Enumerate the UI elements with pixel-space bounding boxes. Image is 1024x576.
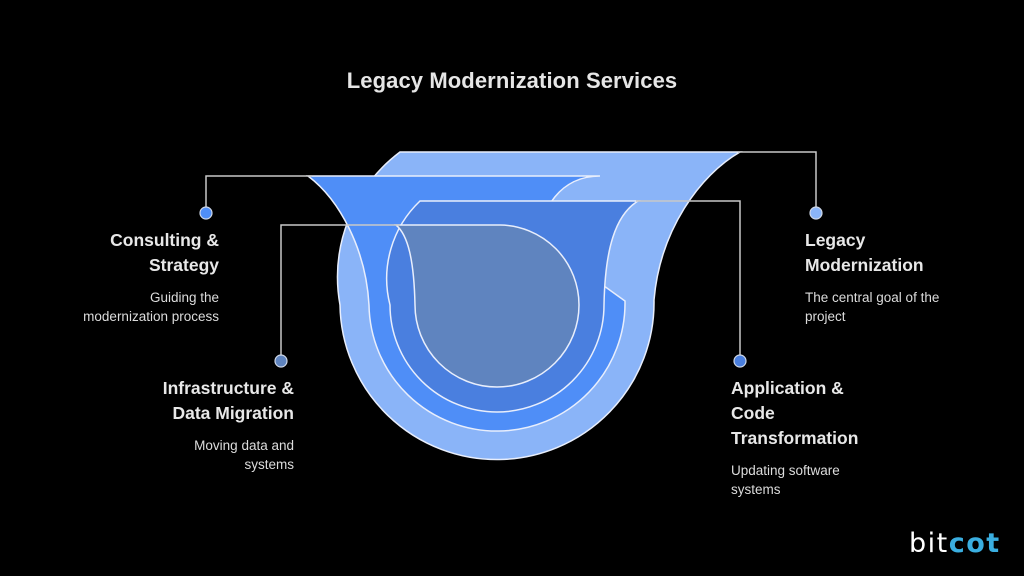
- connector-application: [636, 200, 741, 361]
- heading-line: Legacy: [805, 230, 866, 250]
- desc-line: Guiding the: [149, 290, 219, 305]
- heading-line: Transformation: [731, 428, 859, 448]
- heading-line: Code: [731, 403, 775, 423]
- label-application-code-transformation: Application & Code Transformation Updati…: [731, 376, 931, 499]
- dot-application: [733, 354, 747, 368]
- label-consulting-strategy: Consulting & Strategy Guiding the modern…: [0, 228, 219, 326]
- heading-line: Strategy: [148, 255, 219, 275]
- heading-line: Infrastructure &: [162, 378, 294, 398]
- logo-text-cot: cot: [948, 528, 1001, 559]
- desc-consulting: Guiding the modernization process: [0, 288, 219, 326]
- dot-consulting: [199, 206, 213, 220]
- connector-consulting: [205, 175, 312, 213]
- layer-infrastructure-data: [393, 224, 580, 388]
- heading-infrastructure: Infrastructure & Data Migration: [54, 376, 294, 426]
- logo-text-bit: bit: [909, 528, 949, 559]
- desc-legacy: The central goal of the project: [805, 288, 1005, 326]
- desc-application: Updating software systems: [731, 461, 931, 499]
- desc-line: Moving data and: [194, 438, 294, 453]
- page-title: Legacy Modernization Services: [346, 68, 678, 93]
- desc-line: systems: [244, 457, 294, 472]
- label-infrastructure-data-migration: Infrastructure & Data Migration Moving d…: [54, 376, 294, 474]
- desc-line: The central goal of the: [805, 290, 940, 305]
- heading-legacy: Legacy Modernization: [805, 228, 1005, 278]
- desc-line: Updating software: [731, 463, 840, 478]
- heading-line: Modernization: [805, 255, 924, 275]
- heading-consulting: Consulting & Strategy: [0, 228, 219, 278]
- connector-legacy: [738, 151, 817, 213]
- desc-line: systems: [731, 482, 781, 497]
- bitcot-logo: bitcot: [909, 528, 1001, 559]
- connector-infrastructure: [280, 224, 400, 361]
- desc-line: project: [805, 309, 846, 324]
- dot-infrastructure: [274, 354, 288, 368]
- desc-infrastructure: Moving data and systems: [54, 436, 294, 474]
- dot-legacy: [809, 206, 823, 220]
- heading-application: Application & Code Transformation: [731, 376, 931, 451]
- heading-line: Consulting &: [110, 230, 219, 250]
- heading-line: Data Migration: [172, 403, 294, 423]
- desc-line: modernization process: [83, 309, 219, 324]
- label-legacy-modernization: Legacy Modernization The central goal of…: [805, 228, 1005, 326]
- heading-line: Application &: [731, 378, 844, 398]
